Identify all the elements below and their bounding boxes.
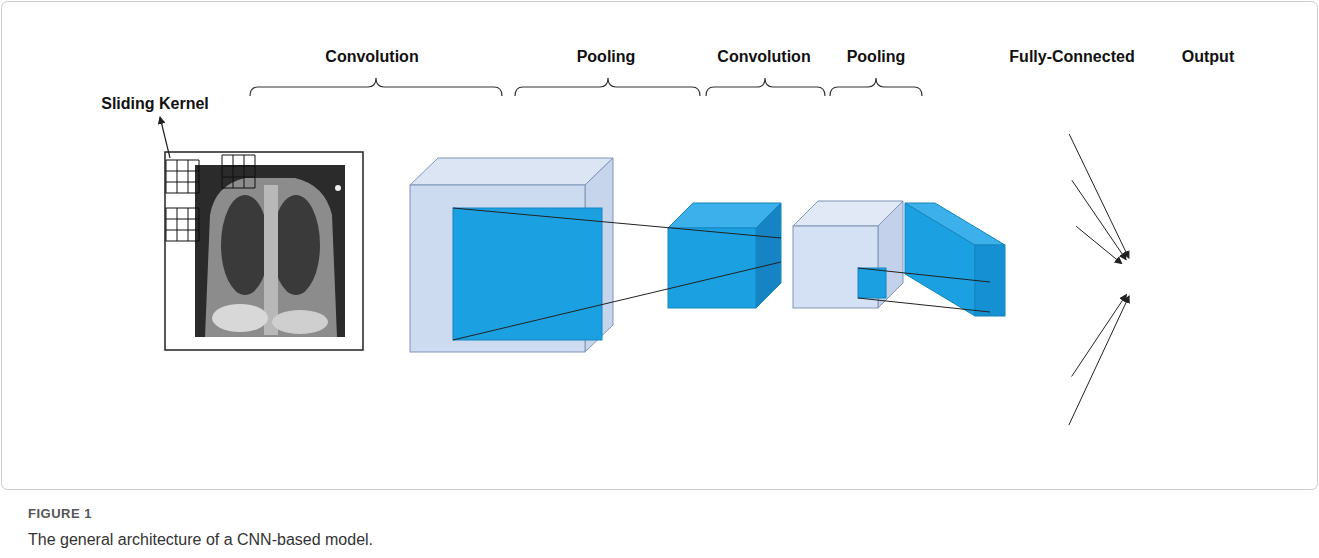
- xray-spine: [264, 185, 278, 335]
- feature-map: [453, 208, 602, 340]
- figure-caption: The general architecture of a CNN-based …: [28, 530, 373, 549]
- block-top: [410, 158, 613, 185]
- block-front: [668, 228, 756, 308]
- neuron: [1040, 424, 1080, 464]
- xray-diaphragm: [212, 304, 268, 332]
- leader-line: [160, 117, 170, 158]
- brace: [830, 78, 922, 96]
- pool-block-1: [668, 203, 781, 308]
- layer-label: Convolution: [717, 47, 810, 66]
- brace: [250, 78, 502, 96]
- neuron: [1040, 193, 1080, 233]
- output-node: Output: [1110, 45, 1250, 305]
- neuron: [1040, 143, 1080, 183]
- xray-ground: [195, 165, 345, 337]
- connector-line: [1069, 134, 1129, 258]
- output-neuron: [1118, 257, 1158, 297]
- figure-frame: [2, 2, 1318, 490]
- layer-label: Pooling: [847, 47, 906, 66]
- kernel-grid: [166, 160, 199, 193]
- node-heading: Fully-Connected: [1009, 47, 1134, 66]
- brace: [706, 78, 825, 96]
- block-side: [756, 203, 781, 308]
- brace: [515, 78, 700, 96]
- projection-line: [453, 262, 781, 340]
- connector-line: [1076, 226, 1122, 263]
- layer-label: Pooling: [577, 47, 636, 66]
- xray-lung: [272, 195, 320, 295]
- kernel-grid: [166, 208, 199, 241]
- node-shape: [1000, 45, 1145, 477]
- ellipsis-dot: [1055, 335, 1065, 345]
- projection-line: [858, 268, 990, 282]
- xray-marker: [335, 185, 341, 191]
- input-image: [160, 117, 363, 350]
- callout-label: Sliding Kernel: [101, 94, 209, 113]
- connector-line: [1072, 295, 1127, 377]
- connector-line: [1069, 296, 1129, 425]
- pool-block-2: [905, 203, 1005, 316]
- ellipsis-dot: [1055, 308, 1065, 318]
- kernel-grids: [166, 155, 255, 241]
- xray-lung: [221, 195, 269, 295]
- ellipsis-dot: [1055, 281, 1065, 291]
- node-shape: [1110, 45, 1250, 305]
- xray-chest: [205, 178, 337, 337]
- connector: [1069, 134, 1129, 425]
- feature-map: [858, 268, 886, 298]
- conv-block-2: [793, 201, 903, 308]
- projection-line: [453, 208, 781, 238]
- node-heading: Output: [1182, 47, 1234, 66]
- projection-lines: [453, 208, 781, 340]
- neuron: [1040, 374, 1080, 414]
- projection-lines: [858, 268, 990, 312]
- block-top: [905, 203, 1005, 245]
- figure-number: FIGURE 1: [28, 506, 92, 522]
- conv-block-1: [410, 158, 613, 352]
- projection-line: [858, 298, 990, 312]
- neuron: [1040, 95, 1080, 135]
- layer-column: Fully-Connected: [1000, 45, 1145, 477]
- layer-panel: [1013, 85, 1106, 468]
- layer-label: Convolution: [325, 47, 418, 66]
- xray-diaphragm: [272, 310, 328, 334]
- kernel-grid: [222, 155, 255, 188]
- connector-line: [1072, 180, 1126, 259]
- image-frame: [165, 152, 363, 350]
- layer-braces: [250, 78, 922, 96]
